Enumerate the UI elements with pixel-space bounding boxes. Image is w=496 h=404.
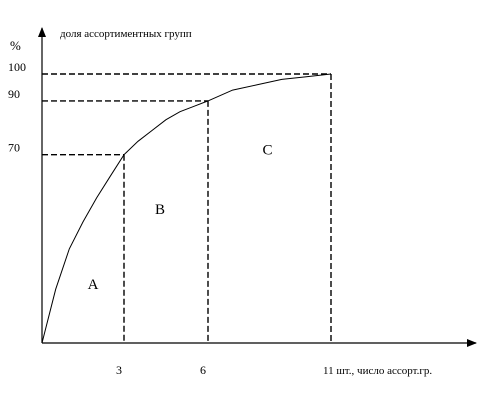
zone-label-b: B xyxy=(155,202,165,218)
y-tick-label-90: 90 xyxy=(8,87,20,101)
y-axis-unit: % xyxy=(10,38,21,53)
zone-label-c: C xyxy=(262,143,272,159)
y-tick-label-100: 100 xyxy=(8,60,26,74)
x-tick-label-3: 3 xyxy=(116,363,122,377)
zone-label-a: A xyxy=(88,277,99,293)
pareto-curve xyxy=(41,73,332,344)
y-axis-title: доля ассортиментных групп xyxy=(60,28,192,40)
x-tick-label-6: 6 xyxy=(200,363,206,377)
x-tick-label-11: 11 шт., число ассорт.гр. xyxy=(323,365,432,377)
y-tick-label-70: 70 xyxy=(8,141,20,155)
